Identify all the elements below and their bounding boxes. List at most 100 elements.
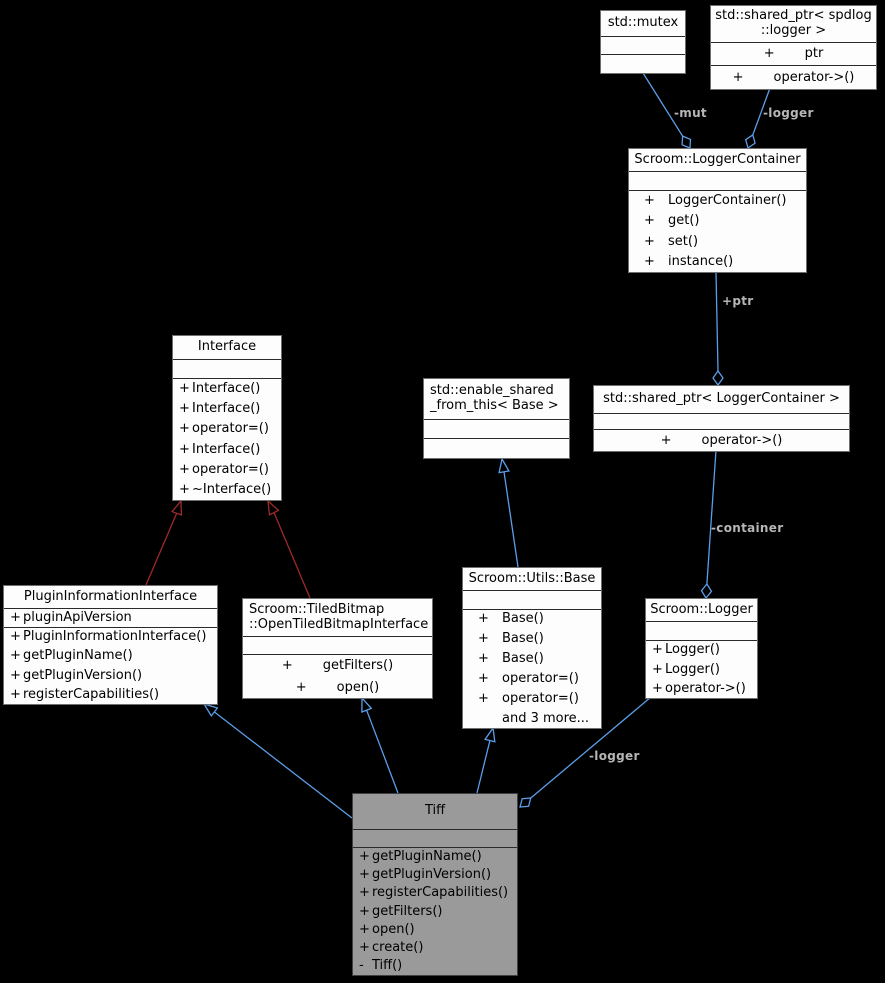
inheritance-arrow-icon [498,457,510,474]
inheritance-arrow-icon [484,726,496,743]
empty-compartment [601,36,685,54]
member-row: +registerCapabilities() [353,885,517,903]
class-node-std-enable-shared-from-this[interactable]: std::enable_shared_from_this< Base > [423,378,570,459]
member-visibility: + [478,690,489,706]
empty-compartment [243,636,432,654]
edge-label: -container [711,521,784,535]
member-name: operator=() [192,421,269,437]
member-visibility: + [644,233,655,249]
member-name: operator->() [773,69,855,85]
member-row: +operator->() [646,680,757,699]
member-section: +operator->() [594,429,849,451]
class-node-interface[interactable]: Interface+Interface()+Interface()+operat… [172,335,282,501]
member-name: Interface() [192,401,261,417]
class-node-std-shared-ptr-loggercontainer[interactable]: std::shared_ptr< LoggerContainer >+opera… [593,385,850,452]
inheritance-arrow-icon [267,499,280,516]
member-section: +Base()+Base()+Base()+operator=()+operat… [463,609,601,728]
member-row: +getPluginVersion() [4,667,217,686]
class-title-line: Interface [197,339,257,355]
member-visibility: + [359,921,370,937]
member-section: +getPluginName()+getPluginVersion()+regi… [353,847,517,975]
member-visibility: + [359,885,370,901]
edge-line-aggregation [530,696,652,799]
class-node-std-shared-ptr-spdlog-logger[interactable]: std::shared_ptr< spdlog::logger >+ptr+op… [710,5,877,90]
member-row: +getPluginVersion() [353,866,517,884]
empty-compartment [424,419,569,438]
class-title-line: ::OpenTiledBitmapInterface [249,616,429,632]
class-title-line: Scroom::Utils::Base [468,570,596,586]
member-row: +Base() [463,630,601,650]
class-node-scroom-utils-base[interactable]: Scroom::Utils::Base+Base()+Base()+Base()… [462,567,602,729]
member-visibility: + [478,611,489,627]
member-section: +Logger()+Logger()+operator->() [646,640,757,698]
member-name: Tiff() [372,958,403,974]
member-name: ptr [804,46,824,62]
member-row: +open() [243,677,432,699]
empty-compartment [463,590,601,609]
class-title: std::shared_ptr< LoggerContainer > [594,386,849,413]
edge-label: -logger [589,749,640,763]
member-row: +Interface() [173,379,281,399]
member-name: getPluginName() [23,648,133,664]
member-visibility: + [359,903,370,919]
class-title: Tiff [353,794,517,829]
member-row: +getPluginName() [4,647,217,666]
member-name: instance() [668,254,734,270]
edge-line-aggregation [752,87,771,136]
class-title: Scroom::LoggerContainer [629,149,806,171]
class-node-std-mutex[interactable]: std::mutex [600,10,686,74]
member-visibility: + [652,642,663,658]
member-visibility: + [10,629,21,645]
edge-label: -mut [674,106,707,120]
member-row: +instance() [629,253,806,274]
member-visibility: + [478,631,489,647]
class-title-line: Tiff [424,803,446,819]
class-node-scroom-logger[interactable]: Scroom::Logger+Logger()+Logger()+operato… [645,598,758,699]
empty-compartment [353,829,517,847]
class-node-scroom-tiledbitmap-opentiledbitmapinterface[interactable]: Scroom::TiledBitmap::OpenTiledBitmapInte… [242,598,433,699]
edge-label: -logger [763,106,814,120]
empty-compartment [173,359,281,378]
inheritance-arrow-icon [170,499,183,516]
member-visibility: + [644,213,655,229]
class-title-line: std::shared_ptr< LoggerContainer > [603,391,840,407]
class-node-plugininformationinterface[interactable]: PluginInformationInterface+pluginApiVers… [3,585,218,705]
edge-line-inheritance-blue [213,711,353,819]
member-name: get() [668,213,700,229]
class-node-scroom-loggercontainer[interactable]: Scroom::LoggerContainer+LoggerContainer(… [628,148,807,273]
class-title: std::shared_ptr< spdlog::logger > [711,6,876,42]
class-title-line: Scroom::Logger [650,601,753,617]
member-name: getPluginName() [372,848,482,864]
member-visibility: + [10,648,21,664]
member-visibility: + [652,661,663,677]
edge-line-inheritance-blue [365,709,399,794]
edge-line-inheritance-blue [503,471,519,568]
member-visibility: + [179,462,190,477]
member-visibility: + [10,610,21,626]
member-visibility: + [179,401,190,417]
aggregation-diamond-icon [519,797,532,808]
member-name: set() [668,233,699,249]
empty-compartment [594,413,849,429]
class-title-line: ::logger > [760,23,827,38]
member-row: +operator=() [173,420,281,440]
member-row: +operator=() [463,669,601,689]
member-name: Interface() [192,441,261,457]
member-row: +Interface() [173,399,281,419]
member-row: +operator=() [173,460,281,480]
member-name: Logger() [665,642,720,658]
member-name: operator=() [502,670,579,686]
class-title: Scroom::TiledBitmap::OpenTiledBitmapInte… [243,599,432,636]
member-name: Base() [502,651,544,667]
aggregation-diamond-icon [700,582,713,600]
member-name: getFilters() [322,657,394,673]
member-name: Interface() [192,380,261,396]
class-node-tiff[interactable]: Tiff+getPluginName()+getPluginVersion()+… [352,793,518,976]
empty-compartment [601,54,685,73]
member-visibility: + [295,679,307,695]
class-title-line: Scroom::LoggerContainer [634,151,801,167]
member-name: operator=() [502,690,579,706]
aggregation-diamond-icon [712,369,724,387]
member-name: getPluginVersion() [372,866,492,882]
